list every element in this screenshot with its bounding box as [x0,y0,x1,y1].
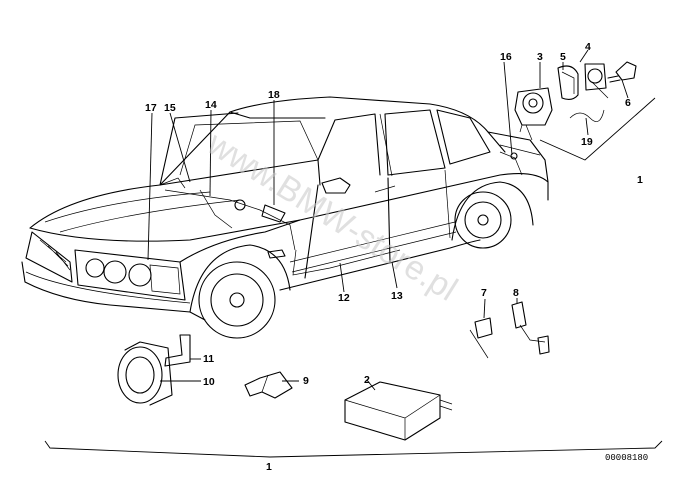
callout-13: 13 [391,290,403,302]
callout-8: 8 [513,287,519,299]
callout-17: 17 [145,102,157,114]
callout-1-bottom: 1 [266,461,272,473]
callout-3: 3 [537,51,543,63]
watermark-text: www.BMW-store.pl [200,124,464,309]
lower-parts [117,301,550,441]
drawing-code: 00008180 [605,453,648,463]
callout-6: 6 [625,97,631,109]
callout-16: 16 [500,51,512,63]
callout-1-top: 1 [637,174,643,186]
callout-19: 19 [581,136,593,148]
car-illustration [21,96,549,339]
callout-5: 5 [560,51,566,63]
lock-cylinder-parts [514,61,656,161]
callout-labels: 1 2 3 4 5 6 7 8 9 10 11 12 13 14 15 16 1… [145,41,643,473]
callout-9: 9 [303,375,309,387]
callout-11: 11 [203,353,214,365]
callout-15: 15 [164,102,176,114]
callout-4: 4 [585,41,591,53]
callout-leaders [44,49,663,458]
callout-2: 2 [364,374,370,386]
callout-12: 12 [338,292,350,304]
callout-14: 14 [205,99,217,111]
callout-7: 7 [481,287,487,299]
callout-10: 10 [203,376,215,388]
callout-18: 18 [268,89,280,101]
